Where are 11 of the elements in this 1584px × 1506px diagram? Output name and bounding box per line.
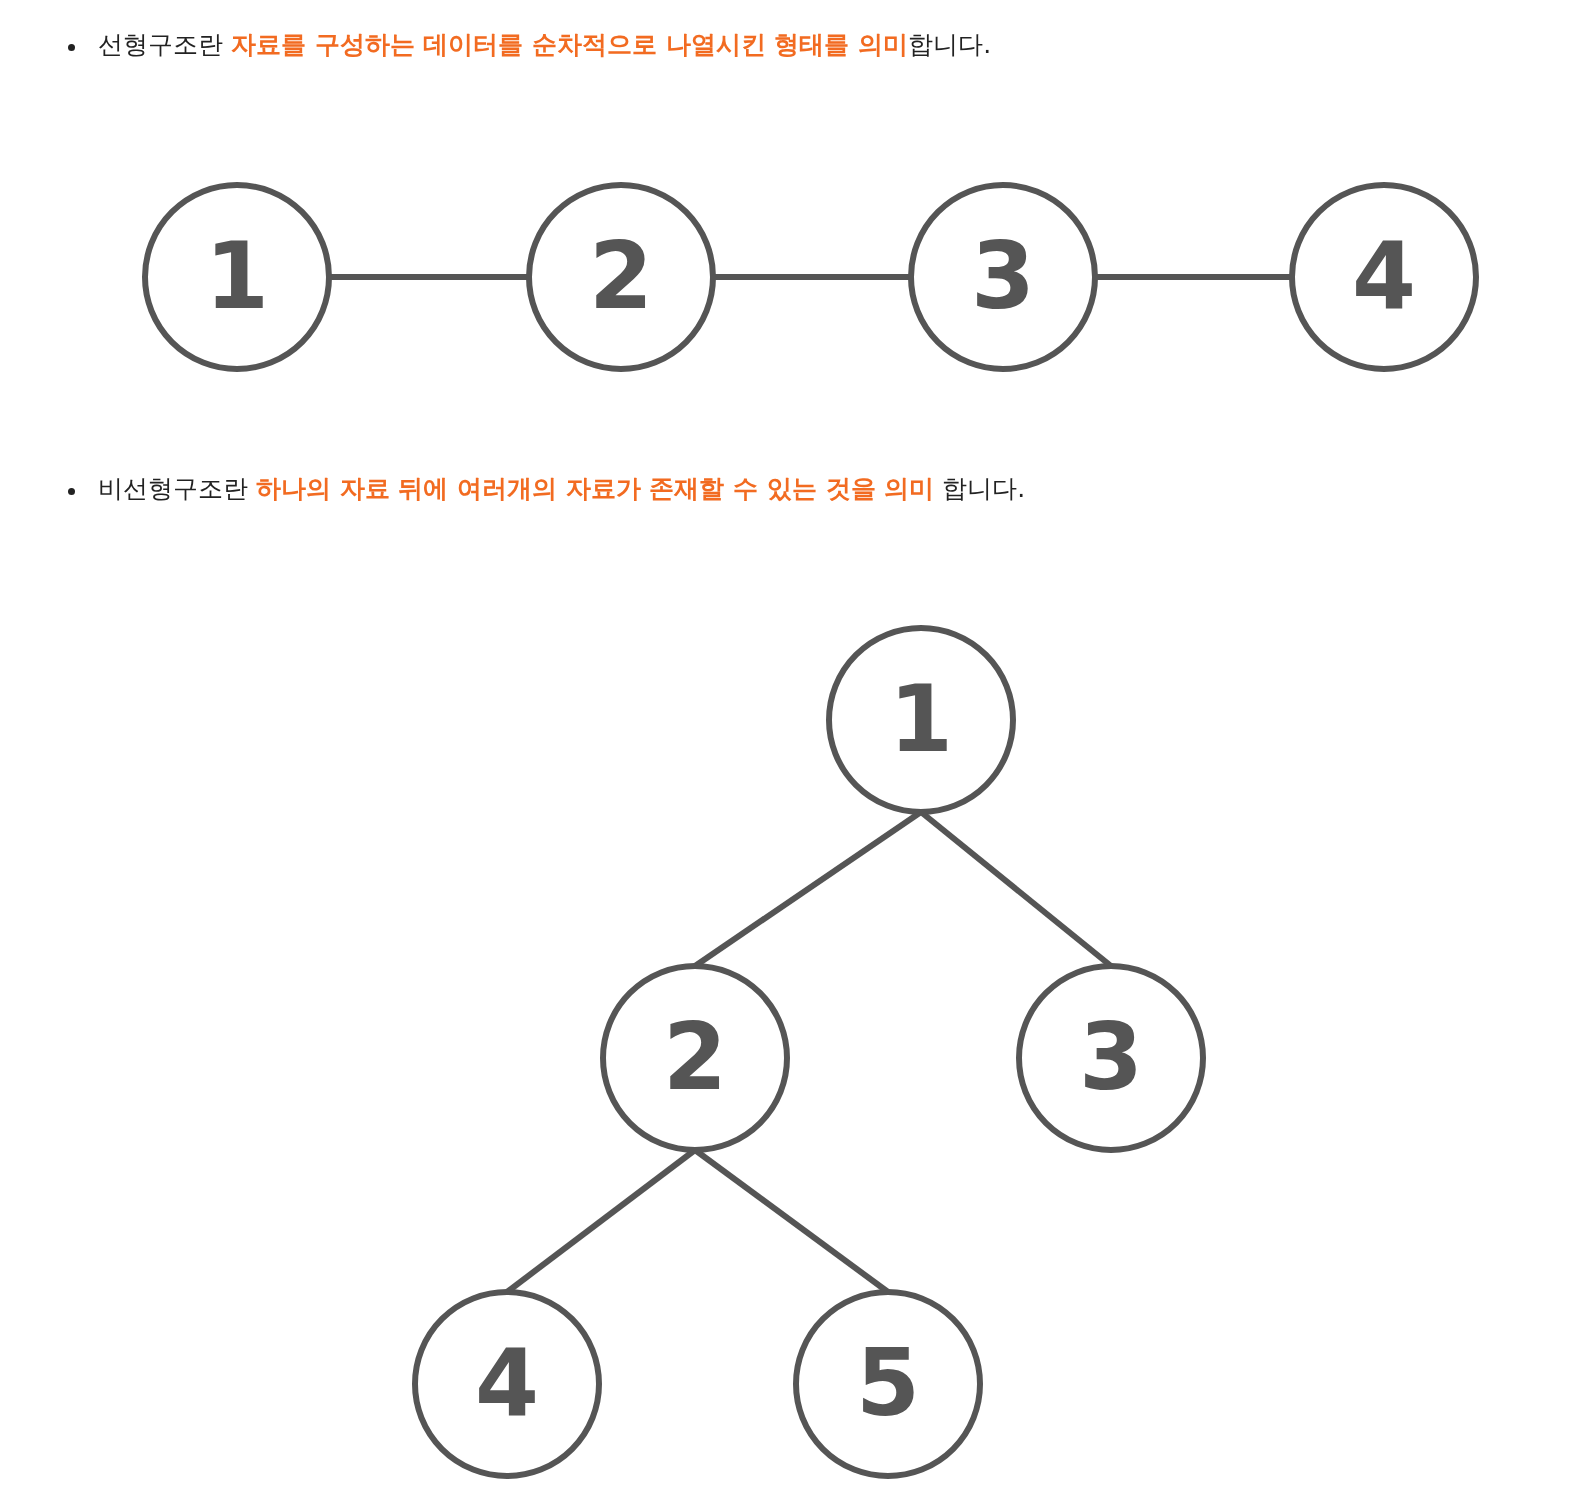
node-number: 3: [971, 231, 1035, 323]
node-number: 4: [475, 1338, 539, 1430]
bullet-text: 선형구조란 자료를 구성하는 데이터를 순차적으로 나열시킨 형태를 의미합니다.: [98, 29, 992, 61]
node-number: 1: [205, 231, 269, 323]
node-number: 4: [1352, 231, 1416, 323]
node-number: 2: [589, 231, 653, 323]
node-number: 2: [663, 1012, 727, 1104]
node-number: 1: [889, 674, 953, 766]
bullet-text: 비선형구조란 하나의 자료 뒤에 여러개의 자료가 존재할 수 있는 것을 의미 합니다.: [98, 473, 1026, 505]
node-number: 3: [1079, 1012, 1143, 1104]
node-number: 5: [856, 1338, 920, 1430]
